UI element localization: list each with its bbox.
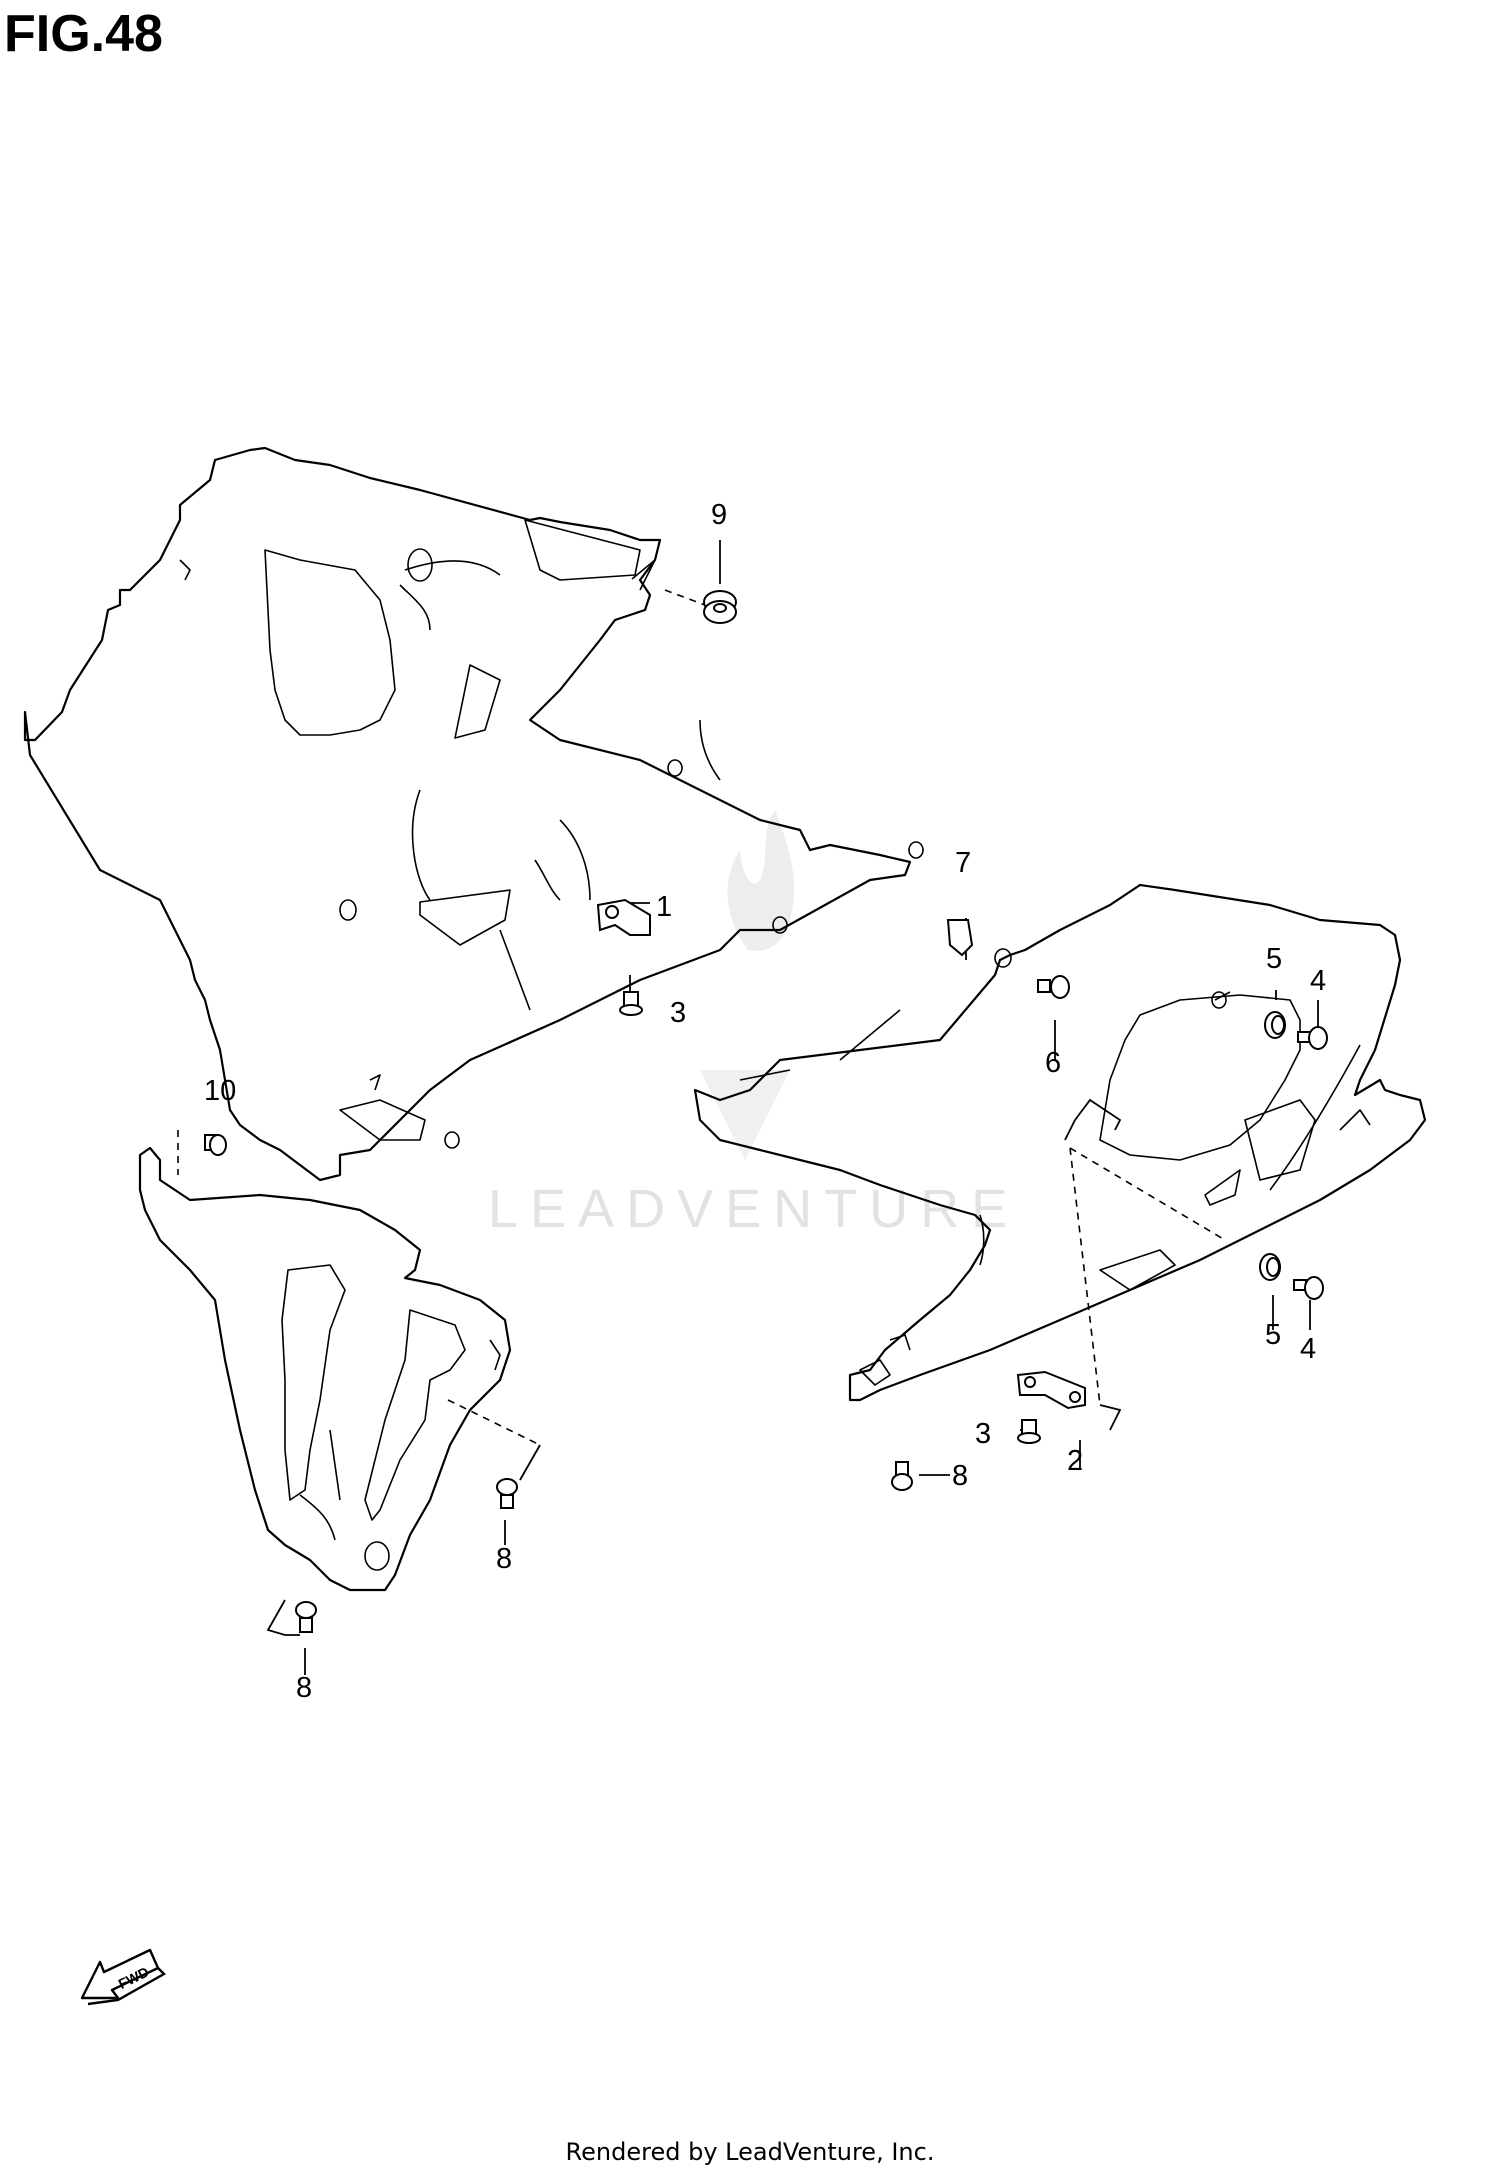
clip-fastener-8-bottom (295, 1601, 317, 1633)
lower-left-cowl-panel (138, 1146, 512, 1592)
grommet-part (703, 590, 737, 624)
screw-4-upper (1297, 1026, 1328, 1050)
screw-6 (1037, 975, 1070, 999)
grommet-5-upper (1264, 1011, 1286, 1039)
callout-5-lower: 5 (1265, 1319, 1281, 1351)
grommet-5-lower (1259, 1253, 1281, 1281)
callout-8-bottom: 8 (296, 1672, 312, 1704)
footer-credit: Rendered by LeadVenture, Inc. (565, 2138, 935, 2166)
callout-5-upper: 5 (1266, 943, 1282, 975)
callout-1: 1 (656, 891, 672, 923)
speed-nut-7 (946, 919, 974, 957)
callout-labels: 1 2 3 3 4 4 5 5 6 7 8 8 8 9 10 (204, 499, 1326, 1704)
watermark-logo (700, 810, 795, 1160)
callout-8-right: 8 (952, 1460, 968, 1492)
forward-direction-arrow: FWD (80, 1948, 166, 2006)
screw-4-lower (1293, 1276, 1324, 1300)
screw-left (619, 991, 643, 1016)
watermark-text: LEADVENTURE (488, 1179, 1020, 1239)
callout-8-middle: 8 (496, 1543, 512, 1575)
callout-6: 6 (1045, 1047, 1061, 1079)
nut-bracket-left (596, 898, 651, 936)
callout-4-lower: 4 (1300, 1333, 1316, 1365)
callout-10: 10 (204, 1075, 236, 1107)
callout-3-right: 3 (975, 1418, 991, 1450)
clip-fastener-8-middle (496, 1478, 518, 1509)
hardware-parts (204, 590, 1328, 1633)
inner-fairing-left-panel (23, 446, 924, 1182)
screw-right (1017, 1419, 1041, 1444)
figure-title: FIG.48 (4, 5, 163, 63)
clip-fastener-10 (204, 1134, 227, 1156)
clip-fastener-8-right (891, 1461, 913, 1491)
callout-2: 2 (1067, 1445, 1083, 1477)
callout-7: 7 (955, 847, 971, 879)
nut-bracket-right (1016, 1370, 1086, 1410)
callout-3-left: 3 (670, 997, 686, 1029)
callout-9: 9 (711, 499, 727, 531)
callout-4-upper: 4 (1310, 965, 1326, 997)
inner-fairing-right-panel (693, 883, 1427, 1402)
